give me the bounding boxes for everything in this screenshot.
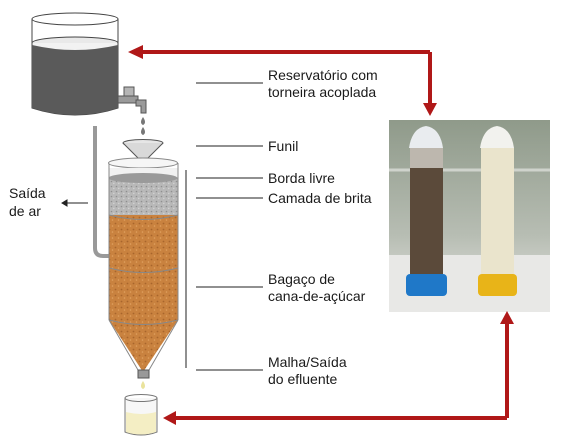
drops-icon (141, 117, 145, 135)
filter-column (108, 157, 179, 389)
label-outlet-line2: do efluente (268, 371, 338, 387)
label-outlet-line1: Malha/Saída (268, 354, 347, 370)
effluent-photo (389, 120, 550, 312)
label-reservoir-line1: Reservatório com (268, 67, 378, 83)
label-gravel-layer: Camada de brita (268, 190, 372, 206)
arrowhead-to-reservoir (128, 45, 143, 59)
label-free-edge: Borda livre (268, 170, 335, 186)
arrowhead-to-beaker (163, 411, 176, 425)
air-tube (93, 126, 110, 258)
photo-left-tube (406, 126, 447, 296)
flow-arrows (143, 50, 509, 420)
photo-right-tube (478, 126, 517, 296)
label-air-outlet-line1: Saída (9, 185, 46, 201)
label-reservoir-line2: torneira acoplada (268, 84, 377, 100)
label-funnel: Funil (268, 138, 299, 154)
reservoir (31, 12, 119, 116)
arrowhead-from-photo (500, 311, 514, 324)
leader-lines (61, 82, 263, 371)
arrowhead-to-photo (423, 103, 437, 116)
label-air-outlet-line2: de ar (9, 203, 41, 219)
label-bagasse-line2: cana-de-açúcar (268, 288, 366, 304)
label-bagasse-line1: Bagaço de (268, 271, 335, 287)
tap-icon (117, 86, 147, 114)
bagasse-layer (109, 215, 178, 372)
gravel-layer (109, 178, 178, 215)
reservoir-liquid (32, 45, 118, 115)
effluent-beaker (124, 394, 158, 436)
